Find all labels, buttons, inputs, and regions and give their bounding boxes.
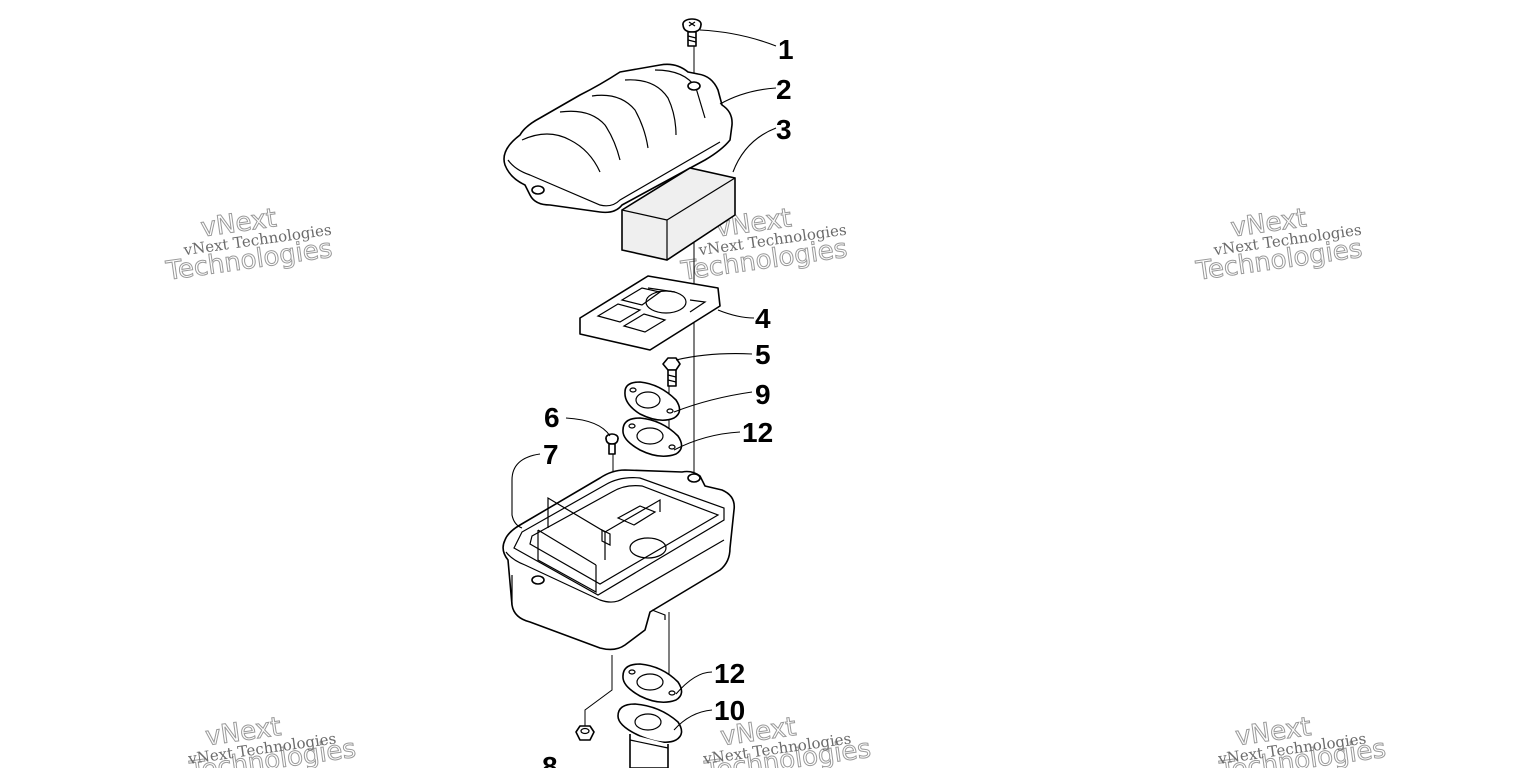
callout-label: 12 xyxy=(714,658,745,689)
part-gasket-9 xyxy=(624,381,681,422)
part-small-screw xyxy=(605,433,619,455)
leader-line xyxy=(565,417,611,437)
leader-line xyxy=(732,127,777,173)
watermark-bottom-right: Technologies vNext vNext Technologies xyxy=(1216,712,1388,768)
assembly-axis xyxy=(584,655,613,728)
leader-line xyxy=(673,709,713,731)
part-gasket-12-upper xyxy=(622,417,683,458)
callout-label: 8 xyxy=(542,751,558,768)
watermark-top-right: Technologies vNext vNext Technologies xyxy=(1193,203,1365,288)
watermark-top-center: Technologies vNext vNext Technologies xyxy=(678,203,850,288)
leader-line xyxy=(699,29,777,47)
part-nut xyxy=(575,725,595,741)
callout-label: 12 xyxy=(742,417,773,448)
watermark-bottom-center: Technologies vNext vNext Technologies xyxy=(701,712,873,768)
leader-line xyxy=(717,309,755,319)
part-screw-top xyxy=(682,18,702,47)
leader-line xyxy=(673,391,753,413)
part-adapter-flange xyxy=(617,703,683,768)
leader-line xyxy=(719,87,777,105)
part-foam-filter xyxy=(621,167,736,261)
watermark-bottom-left: Technologies vNext vNext Technologies xyxy=(186,712,358,768)
callout-label: 5 xyxy=(755,339,771,370)
callout-label: 10 xyxy=(714,695,745,726)
callout-label: 6 xyxy=(544,402,560,433)
leader-line xyxy=(675,353,753,361)
part-air-cleaner-base xyxy=(502,469,736,651)
watermark-top-left: Technologies vNext vNext Technologies xyxy=(163,203,335,288)
callout-label: 4 xyxy=(755,303,771,334)
part-filter-screen xyxy=(579,275,721,351)
callout-label: 9 xyxy=(755,379,771,410)
leader-line xyxy=(511,453,541,529)
callout-label: 1 xyxy=(778,34,794,65)
leader-line xyxy=(673,431,741,451)
callout-label: 2 xyxy=(776,74,792,105)
callout-label: 7 xyxy=(543,439,559,470)
part-air-cleaner-cover xyxy=(503,63,733,214)
part-bolt xyxy=(662,357,681,387)
leader-line xyxy=(675,671,713,695)
callout-label: 3 xyxy=(776,114,792,145)
part-gasket-12-lower xyxy=(622,663,683,704)
